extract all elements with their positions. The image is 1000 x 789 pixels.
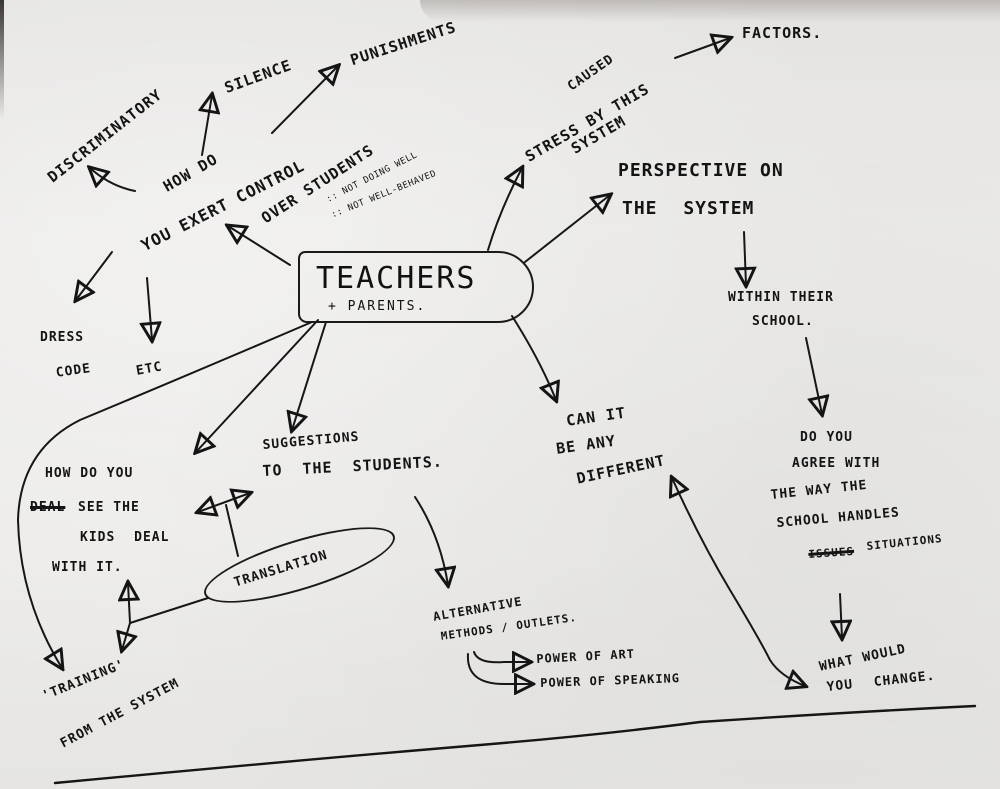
within-school-line-2: school. xyxy=(752,314,814,329)
arrow-to-dress-code xyxy=(76,251,113,300)
arrow-different-to-change xyxy=(672,478,805,686)
arrow-to-kids xyxy=(196,319,319,452)
arrow-to-control-question xyxy=(228,226,291,266)
arrow-to-training xyxy=(16,321,313,668)
kids-line-3: kids deal xyxy=(80,530,170,545)
arrow-to-suggestions xyxy=(292,321,327,430)
central-subtitle: + Parents. xyxy=(328,299,427,314)
line-translation-to-training xyxy=(129,597,209,624)
paper-edge-shadow xyxy=(0,0,4,120)
arrow-suggestions-kids xyxy=(198,493,250,512)
arrow-to-stress xyxy=(487,168,522,251)
kids-line-1: How do you xyxy=(45,466,134,481)
line-to-translation xyxy=(225,504,239,557)
arrow-to-punishments xyxy=(271,66,338,134)
arrow-to-factors xyxy=(674,38,730,59)
within-school-line-1: Within their xyxy=(728,290,834,305)
arrow-to-perspective xyxy=(524,195,610,263)
arrow-to-silence xyxy=(202,95,212,156)
perspective-line-1: Perspective on xyxy=(618,160,784,181)
kids-line-2: see the xyxy=(78,500,140,515)
agree-line-1: Do you xyxy=(800,430,853,445)
central-title: Teachers xyxy=(316,261,477,296)
arrow-to-agree xyxy=(805,337,822,414)
arrow-to-change xyxy=(840,593,842,638)
kids-line-4: with it. xyxy=(52,560,123,575)
node-factors: Factors. xyxy=(742,24,823,42)
agree-line-2: agree with xyxy=(792,456,881,471)
arrow-to-within-school xyxy=(744,231,746,285)
node-dress-code-1: Dress xyxy=(40,330,85,345)
arrow-to-alternative xyxy=(414,496,448,585)
arrow-down-to-training xyxy=(122,622,130,650)
arrow-to-etc xyxy=(147,277,152,340)
central-node-teachers-parents: Teachers + Parents. xyxy=(298,251,534,323)
bottom-underline xyxy=(53,704,977,785)
arrow-to-different xyxy=(511,315,556,400)
arrow-to-power-of-speaking xyxy=(466,653,532,684)
perspective-line-2: the system xyxy=(622,198,755,219)
arrow-up-to-kids xyxy=(128,583,130,624)
kids-struck-word: deal xyxy=(30,500,66,515)
arrow-to-discriminatory xyxy=(90,168,136,192)
arrow-to-power-of-art xyxy=(473,651,530,662)
paper-fold-shadow xyxy=(420,0,1000,22)
